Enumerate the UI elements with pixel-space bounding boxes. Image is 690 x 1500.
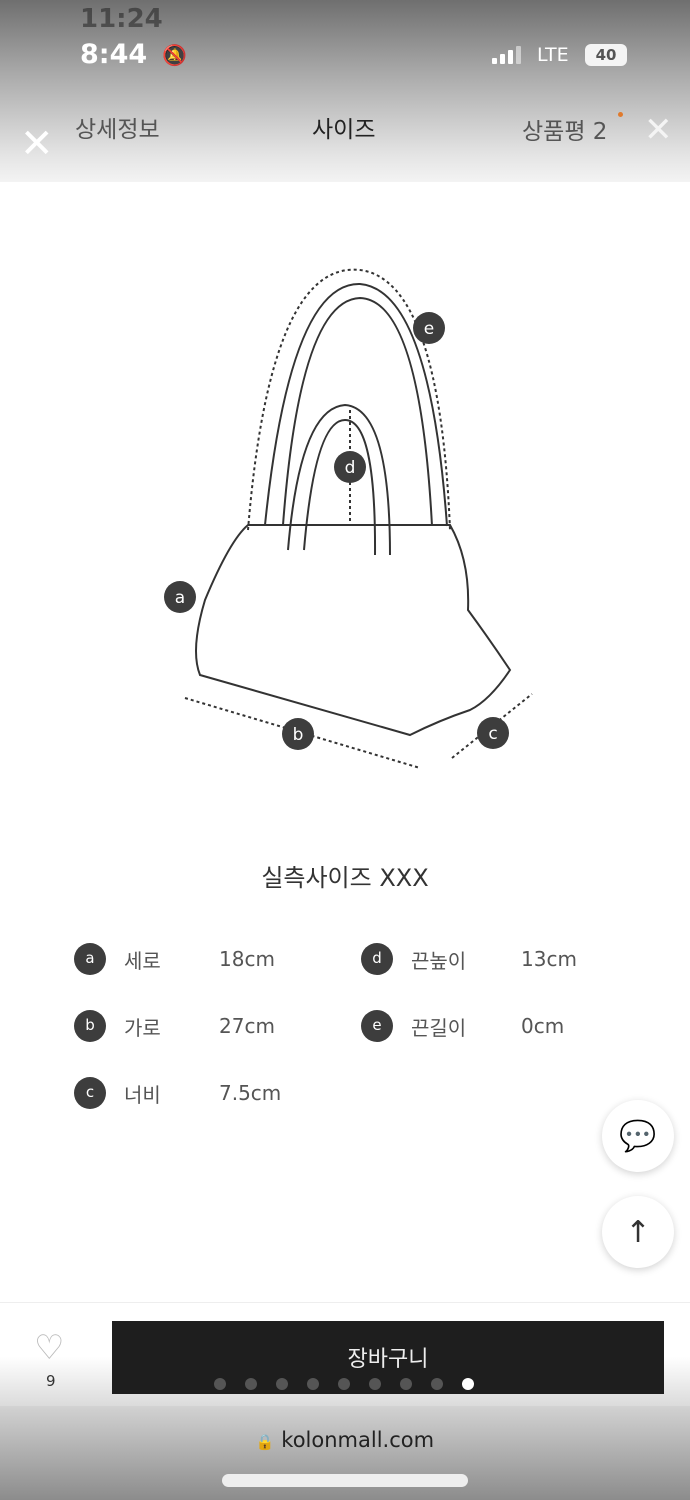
spec-label: 세로 (124, 948, 161, 973)
spec-row-b: b 가로 27cm (74, 1010, 275, 1042)
lock-icon: 🔒 (255, 1433, 275, 1451)
handle-length-arrow (247, 268, 451, 531)
network-type: LTE (537, 44, 569, 66)
tab-size[interactable]: 사이즈 (312, 117, 376, 143)
spec-label: 끈길이 (411, 1015, 467, 1040)
ghost-clock: 11:24 (80, 4, 163, 34)
url-text: kolonmall.com (281, 1428, 435, 1452)
pager-dot[interactable] (338, 1378, 350, 1390)
marker-b: b (282, 718, 314, 750)
cart-button[interactable]: 장바구니 (112, 1321, 664, 1394)
new-indicator (618, 112, 623, 117)
like-count: 9 (46, 1372, 56, 1390)
marker-a-label: a (175, 588, 185, 608)
spec-row-d: d 끈높이 13cm (361, 943, 577, 975)
scroll-top-button[interactable]: ↑ (602, 1196, 674, 1268)
tab-detail[interactable]: 상세정보 (75, 117, 160, 143)
spec-value: 13cm (521, 947, 577, 971)
spec-row-e: e 끈길이 0cm (361, 1010, 564, 1042)
marker-d-label: d (345, 458, 356, 478)
marker-e-label: e (424, 319, 434, 339)
spec-row-a: a 세로 18cm (74, 943, 275, 975)
badge: b (74, 1010, 106, 1042)
pager-dot[interactable] (369, 1378, 381, 1390)
spec-row-c: c 너비 7.5cm (74, 1077, 281, 1109)
home-indicator[interactable] (222, 1474, 468, 1487)
like-heart-icon[interactable]: ♡ (34, 1328, 65, 1368)
pager-dot[interactable] (431, 1378, 443, 1390)
pager-dot[interactable] (214, 1378, 226, 1390)
badge: a (74, 943, 106, 975)
signal-icon (492, 44, 521, 64)
header: 11:24 8:44 🔕 LTE 40 ✕ 상세정보 사이즈 상품평 2 ✕ (0, 0, 690, 182)
marker-a: a (164, 581, 196, 613)
bag-size-diagram: e d a b c (164, 268, 533, 769)
url-bar[interactable]: 🔒 kolonmall.com (0, 1428, 690, 1452)
bell-muted-icon: 🔕 (162, 43, 187, 67)
badge: e (361, 1010, 393, 1042)
marker-e: e (413, 312, 445, 344)
pager-dot[interactable] (245, 1378, 257, 1390)
size-title: 실측사이즈 XXX (261, 864, 429, 892)
marker-b-label: b (293, 725, 304, 745)
pager-dot[interactable] (307, 1378, 319, 1390)
marker-c: c (477, 717, 509, 749)
close-icon[interactable]: ✕ (20, 121, 54, 167)
arrow-up-icon: ↑ (625, 1214, 651, 1250)
pager-dot-active[interactable] (462, 1378, 474, 1390)
close-icon[interactable]: ✕ (644, 110, 673, 150)
spec-value: 18cm (219, 947, 275, 971)
spec-label: 너비 (124, 1082, 161, 1107)
spec-value: 7.5cm (219, 1081, 282, 1105)
spec-value: 0cm (521, 1014, 565, 1038)
spec-label: 끈높이 (411, 948, 467, 973)
badge: d (361, 943, 393, 975)
pager-dots (214, 1378, 474, 1390)
pager-dot[interactable] (400, 1378, 412, 1390)
chat-button[interactable]: 💬 (602, 1100, 674, 1172)
spec-label: 가로 (124, 1015, 161, 1040)
clock: 8:44 (80, 39, 148, 70)
marker-d: d (334, 451, 366, 483)
spec-value: 27cm (219, 1014, 275, 1038)
pager-dot[interactable] (276, 1378, 288, 1390)
tab-reviews[interactable]: 상품평 2 (522, 119, 608, 145)
marker-c-label: c (488, 724, 497, 744)
badge: c (74, 1077, 106, 1109)
chat-icon: 💬 (619, 1118, 657, 1154)
battery-icon: 40 (585, 44, 627, 66)
